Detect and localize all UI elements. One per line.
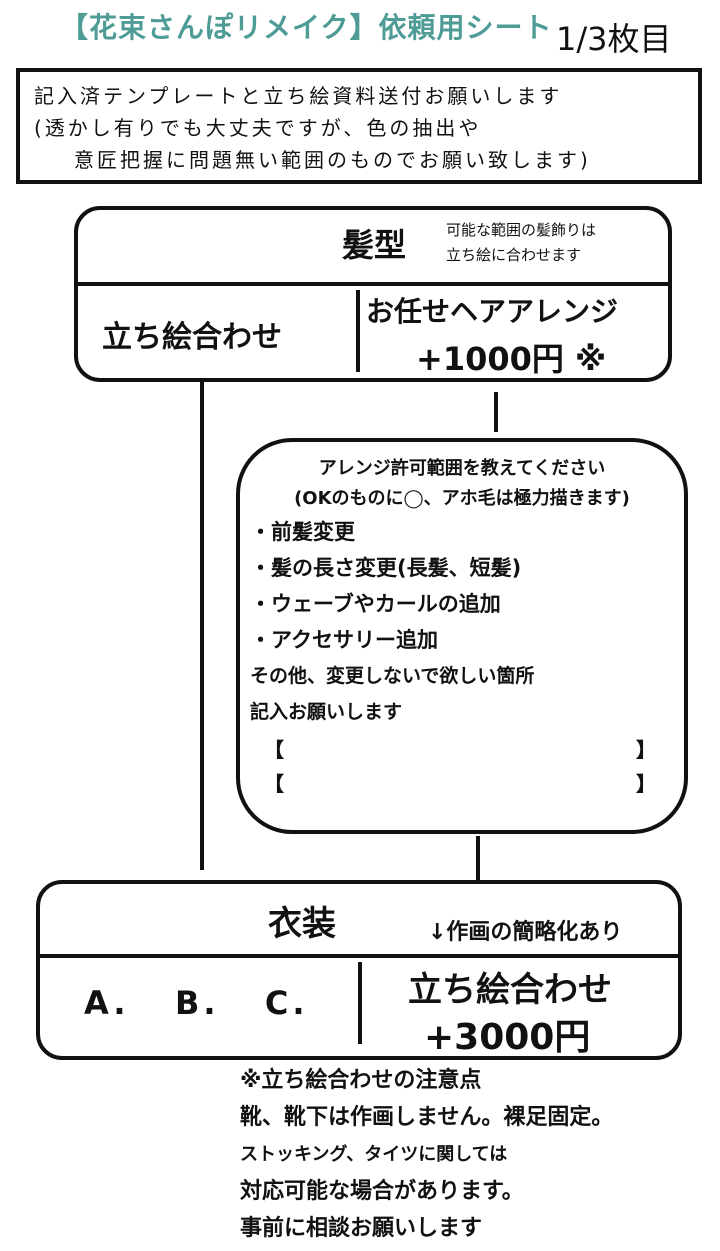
costume-option-match: 立ち絵合わせ (408, 970, 612, 1010)
notice-line-3: 意匠把握に問題無い範囲のものでお願い致します) (74, 148, 591, 172)
bracket-open: 【 (264, 738, 284, 762)
arrange-other-line-1: その他、変更しないで欲しい箇所 (250, 665, 535, 687)
sheet-title: 【花束さんぽリメイク】依頼用シート (60, 11, 553, 44)
caution-line-3: 対応可能な場合があります。 (240, 1179, 524, 1204)
costume-column-divider (358, 962, 362, 1044)
hair-note-line-2: 立ち絵に合わせます (446, 246, 582, 264)
caution-title: ※立ち絵合わせの注意点 (240, 1068, 482, 1093)
caution-line-2: ストッキング、タイツに関しては (240, 1144, 508, 1165)
connector-arrange-to-costume (476, 836, 480, 880)
arrange-input-row-1: 【 】 (250, 730, 674, 764)
arrange-heading: アレンジ許可範囲を教えてください (318, 458, 606, 479)
bracket-open: 【 (264, 772, 284, 796)
notice-line-1: 記入済テンプレートと立ち絵資料送付お願いします (34, 84, 563, 108)
bracket-close: 】 (636, 738, 656, 762)
arrange-item: ・アクセサリー追加 (250, 628, 438, 652)
arrange-input-row-2: 【 】 (250, 764, 674, 798)
costume-box: 衣装 ↓作画の簡略化あり A. B. C. 立ち絵合わせ +3000円 (36, 880, 682, 1060)
notice-line-2: (透かし有りでも大丈夫ですが、色の抽出や (34, 116, 482, 140)
hair-accessory-note: 可能な範囲の髪飾りは 立ち絵に合わせます (446, 218, 596, 268)
hairstyle-divider (78, 282, 668, 286)
arrange-item: ・ウェーブやカールの追加 (250, 592, 501, 616)
arrange-permission-box: アレンジ許可範囲を教えてください (OKのものに◯、アホ毛は極力描きます) ・前… (236, 438, 688, 834)
connector-hair-to-arrange (494, 392, 498, 432)
costume-match-price: +3000円 (424, 1017, 591, 1058)
hairstyle-box: 髪型 可能な範囲の髪飾りは 立ち絵に合わせます 立ち絵合わせ お任せヘアアレンジ… (74, 206, 672, 382)
caution-line-4: 事前に相談お願いします (240, 1216, 483, 1241)
arrange-subheading: (OKのものに◯、アホ毛は極力描きます) (294, 488, 630, 509)
hairstyle-arrange-price: +1000円 ※ (416, 340, 607, 378)
arrange-item: ・髪の長さ変更(長髪、短髪) (250, 556, 522, 580)
hairstyle-option-arrange: お任せヘアアレンジ (366, 295, 619, 328)
arrange-other-line-2: 記入お願いします (250, 701, 403, 723)
costume-simplification-note: ↓作画の簡略化あり (428, 920, 623, 945)
costume-divider (40, 954, 678, 958)
connector-left (200, 382, 204, 870)
hairstyle-column-divider (356, 290, 360, 372)
caution-notes: ※立ち絵合わせの注意点 靴、靴下は作画しません。裸足固定。 ストッキング、タイツ… (240, 1062, 613, 1247)
costume-title: 衣装 (268, 904, 336, 944)
submission-notice: 記入済テンプレートと立ち絵資料送付お願いします (透かし有りでも大丈夫ですが、色… (16, 68, 702, 184)
page-count: 1/3枚目 (556, 20, 672, 58)
bracket-close: 】 (636, 772, 656, 796)
hairstyle-title: 髪型 (342, 226, 407, 264)
hair-note-line-1: 可能な範囲の髪飾りは (446, 221, 597, 239)
caution-line-1: 靴、靴下は作画しません。裸足固定。 (240, 1105, 614, 1130)
arrange-item: ・前髪変更 (250, 520, 355, 544)
costume-options: A. B. C. (84, 984, 309, 1022)
hairstyle-option-match: 立ち絵合わせ (102, 320, 282, 355)
